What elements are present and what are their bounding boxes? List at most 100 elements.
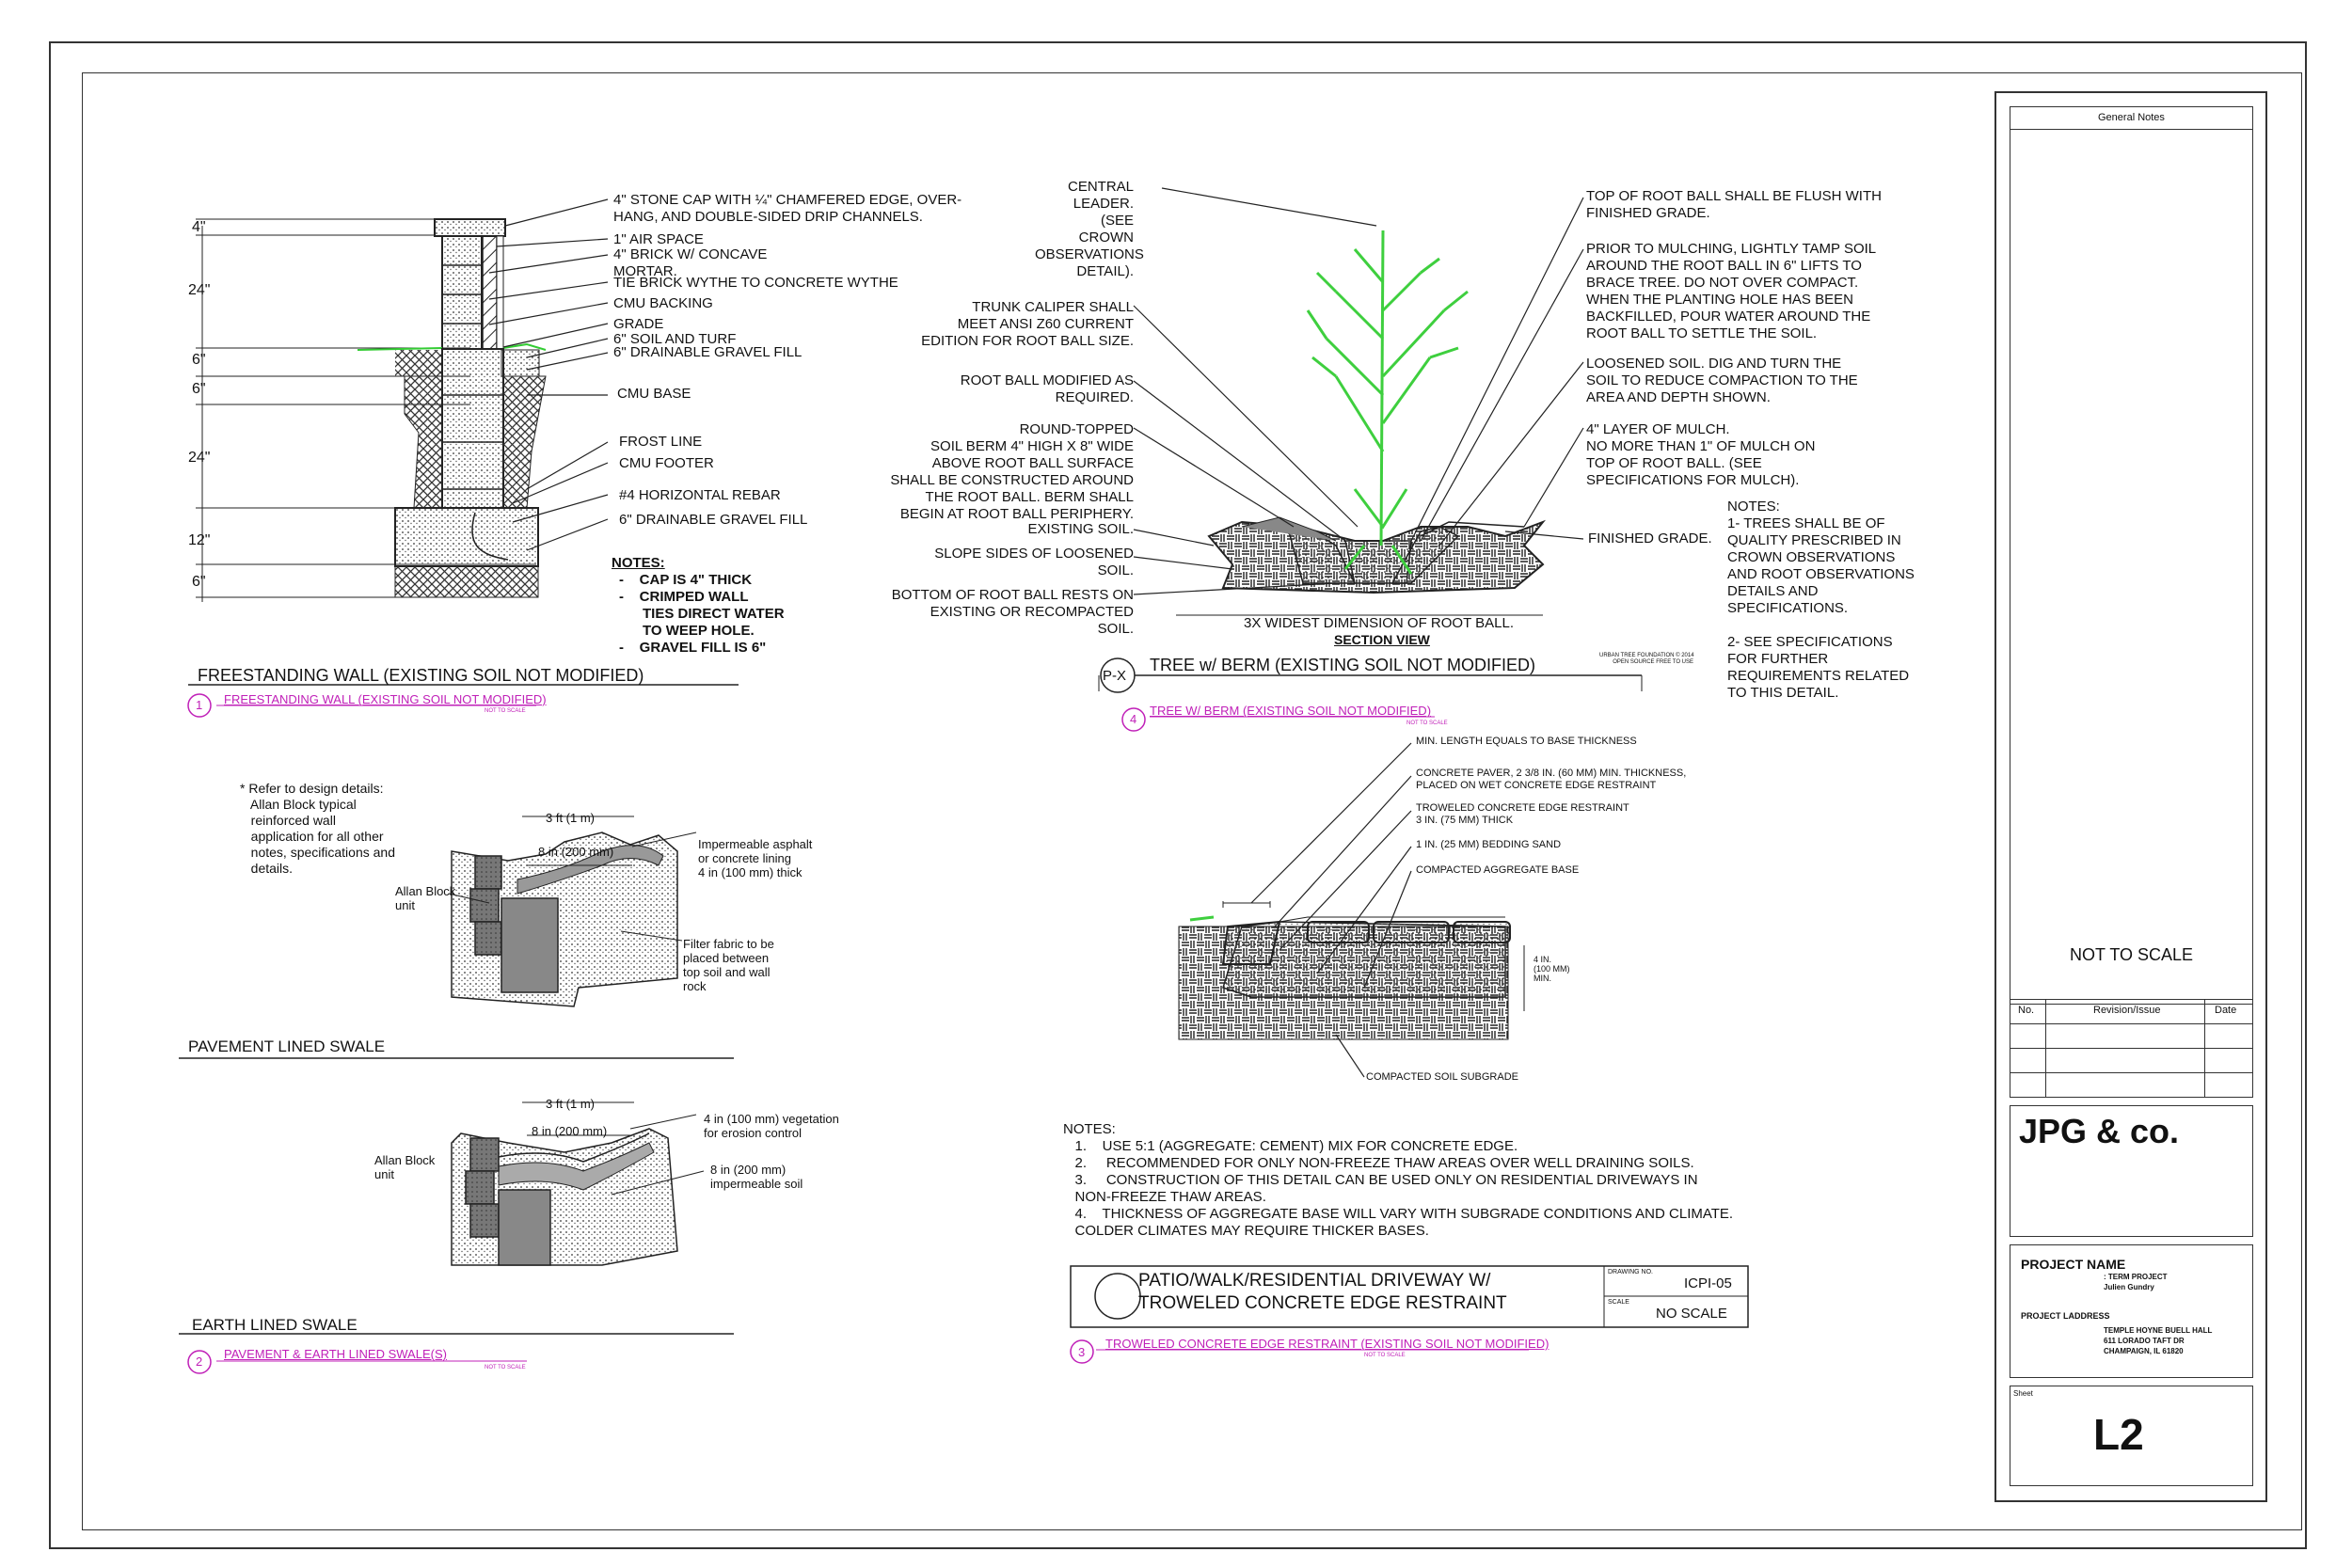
wall-callout-number: 1	[196, 698, 203, 712]
tree-title: TREE w/ BERM (EXISTING SOIL NOT MODIFIED…	[1150, 656, 1536, 674]
wall-title: FREESTANDING WALL (EXISTING SOIL NOT MOD…	[198, 666, 644, 685]
earth-dim-1: 3 ft (1 m)	[546, 1097, 596, 1111]
revision-date-header: Date	[2215, 1005, 2237, 1016]
paver-label-min-length: MIN. LENGTH EQUALS TO BASE THICKNESS	[1416, 736, 1637, 747]
title-block	[1994, 91, 2267, 1502]
tree-label-berm: ROUND-TOPPED SOIL BERM 4" HIGH X 8" WIDE…	[890, 421, 1134, 522]
wall-label-cmu-base: CMU BASE	[617, 386, 691, 402]
wall-label-cap: 4" STONE CAP WITH ¼" CHAMFERED EDGE, OVE…	[613, 192, 962, 225]
earth-swale-title: EARTH LINED SWALE	[192, 1316, 358, 1334]
wall-label-soil: 6" SOIL AND TURF	[613, 331, 737, 347]
wall-dim-5: 24"	[188, 450, 211, 466]
project-name-1: : TERM PROJECT	[2104, 1273, 2168, 1281]
general-notes-box	[2010, 106, 2253, 1005]
pavement-fabric-label: Filter fabric to be placed between top s…	[683, 937, 774, 993]
tree-notes: NOTES: 1- TREES SHALL BE OF QUALITY PRES…	[1727, 499, 1915, 701]
paver-callout-number: 3	[1078, 1345, 1086, 1359]
sheet-outer-border	[49, 41, 2307, 1549]
project-address-3: CHAMPAIGN, IL 61820	[2104, 1347, 2184, 1355]
paver-dim: 4 IN. (100 MM) MIN.	[1534, 955, 1570, 983]
tree-px-tag: P-X	[1103, 668, 1127, 684]
project-address-2: 611 LORADO TAFT DR	[2104, 1337, 2185, 1345]
wall-dim-1: 4"	[192, 219, 206, 235]
tree-label-existing: EXISTING SOIL.	[1027, 521, 1134, 537]
wall-dim-4: 6"	[192, 381, 206, 397]
paver-label-subgrade: COMPACTED SOIL SUBGRADE	[1366, 1071, 1518, 1083]
earth-veg-label: 4 in (100 mm) vegetation for erosion con…	[704, 1112, 839, 1140]
wall-label-gravel-1: 6" DRAINABLE GRAVEL FILL	[613, 344, 803, 360]
paver-scale-label: SCALE	[1608, 1299, 1629, 1306]
wall-label-brick: 4" BRICK W/ CONCAVE MORTAR.	[613, 246, 768, 279]
project-address-label: PROJECT LADDRESS	[2021, 1311, 2110, 1321]
paver-label-paver: CONCRETE PAVER, 2 3/8 IN. (60 MM) MIN. T…	[1416, 768, 1687, 791]
revision-issue-header: Revision/Issue	[2093, 1005, 2161, 1016]
project-name-2: Julien Gundry	[2104, 1283, 2154, 1291]
wall-note-2: - CRIMPED WALL TIES DIRECT WATER TO WEEP…	[619, 589, 785, 639]
sheet-inner-border	[82, 72, 2302, 1530]
wall-label-air: 1" AIR SPACE	[613, 231, 704, 247]
wall-label-cmu-backing: CMU BACKING	[613, 295, 713, 311]
wall-notes-title: NOTES:	[612, 555, 665, 571]
wall-dim-7: 6"	[192, 574, 206, 590]
wall-note-3: - GRAVEL FILL IS 6"	[619, 640, 767, 656]
wall-label-frost: FROST LINE	[619, 434, 703, 450]
tree-credit: URBAN TREE FOUNDATION © 2014 OPEN SOURCE…	[1599, 653, 1694, 665]
wall-label-gravel-2: 6" DRAINABLE GRAVEL FILL	[619, 512, 808, 528]
tree-label-tamp: PRIOR TO MULCHING, LIGHTLY TAMP SOIL ARO…	[1586, 241, 1877, 341]
tree-widest-dim: 3X WIDEST DIMENSION OF ROOT BALL.	[1244, 615, 1514, 631]
tree-canopy	[1306, 230, 1469, 575]
tree-callout-number: 4	[1130, 712, 1137, 726]
paver-callout: TROWELED CONCRETE EDGE RESTRAINT (EXISTI…	[1105, 1337, 1549, 1351]
tree-label-caliper: TRUNK CALIPER SHALL MEET ANSI Z60 CURREN…	[921, 299, 1134, 349]
wall-label-tie: TIE BRICK WYTHE TO CONCRETE WYTHE	[613, 275, 898, 291]
earth-dim-2: 8 in (200 mm)	[532, 1124, 608, 1138]
sheet-box	[2010, 1386, 2253, 1486]
firm-box	[2010, 1105, 2253, 1237]
project-name-label: PROJECT NAME	[2021, 1257, 2126, 1272]
tree-callout: TREE W/ BERM (EXISTING SOIL NOT MODIFIED…	[1150, 704, 1432, 718]
paver-notes: NOTES: 1. USE 5:1 (AGGREGATE: CEMENT) MI…	[1063, 1121, 1734, 1239]
pavement-lining-label: Impermeable asphalt or concrete lining 4…	[698, 837, 813, 879]
wall-dim-3: 6"	[192, 352, 206, 368]
paver-scale: NO SCALE	[1656, 1306, 1727, 1322]
swale-callout-scale: NOT TO SCALE	[485, 1365, 526, 1370]
pavement-dim-1: 3 ft (1 m)	[546, 811, 596, 825]
paver-drawing-no-label: DRAWING NO.	[1608, 1269, 1653, 1275]
swale-refer-note: * Refer to design details: Allan Block t…	[240, 781, 395, 876]
paver-title: PATIO/WALK/RESIDENTIAL DRIVEWAY W/ TROWE…	[1138, 1271, 1507, 1313]
wall-label-rebar: #4 HORIZONTAL REBAR	[619, 487, 781, 503]
wall-label-grade: GRADE	[613, 316, 664, 332]
tree-label-finished: FINISHED GRADE.	[1588, 531, 1712, 546]
wall-callout: FREESTANDING WALL (EXISTING SOIL NOT MOD…	[224, 692, 547, 706]
wall-dim-2: 24"	[188, 282, 211, 298]
project-address-1: TEMPLE HOYNE BUELL HALL	[2104, 1326, 2213, 1335]
paver-label-sand: 1 IN. (25 MM) BEDDING SAND	[1416, 839, 1562, 850]
tree-label-leader: CENTRAL LEADER. (SEE CROWN OBSERVATIONS …	[1035, 179, 1144, 279]
general-notes-heading: General Notes	[2098, 112, 2165, 123]
swale-callout-number: 2	[196, 1354, 203, 1369]
paver-callout-scale: NOT TO SCALE	[1364, 1353, 1406, 1358]
wall-callout-scale: NOT TO SCALE	[485, 708, 526, 714]
paver-drawing-no: ICPI-05	[1684, 1275, 1732, 1291]
tree-callout-scale: NOT TO SCALE	[1406, 721, 1448, 726]
tree-label-loosened: LOOSENED SOIL. DIG AND TURN THE SOIL TO …	[1586, 356, 1858, 405]
wall-label-footer: CMU FOOTER	[619, 455, 714, 471]
sheet-label: Sheet	[2013, 1389, 2033, 1398]
wall-dim-6: 12"	[188, 532, 211, 548]
earth-allan-label: Allan Block unit	[374, 1153, 436, 1181]
tree-label-top: TOP OF ROOT BALL SHALL BE FLUSH WITH FIN…	[1586, 188, 1882, 221]
not-to-scale-label: NOT TO SCALE	[2070, 945, 2194, 964]
earth-swale	[179, 1101, 734, 1374]
paver-label-restraint: TROWELED CONCRETE EDGE RESTRAINT 3 IN. (…	[1416, 802, 1629, 826]
wall-section	[187, 198, 739, 718]
sheet-number: L2	[2093, 1410, 2144, 1459]
pavement-dim-2: 8 in (200 mm)	[538, 845, 614, 859]
paver-label-aggregate: COMPACTED AGGREGATE BASE	[1416, 864, 1580, 876]
pavement-swale-title: PAVEMENT LINED SWALE	[188, 1037, 386, 1055]
tree-label-rootball: ROOT BALL MODIFIED AS REQUIRED.	[960, 372, 1134, 405]
tree-section-view: SECTION VIEW	[1334, 632, 1430, 647]
wall-note-1: - CAP IS 4" THICK	[619, 572, 753, 588]
paver-section	[1070, 742, 1749, 1364]
swale-callout: PAVEMENT & EARTH LINED SWALE(S)	[224, 1347, 447, 1361]
